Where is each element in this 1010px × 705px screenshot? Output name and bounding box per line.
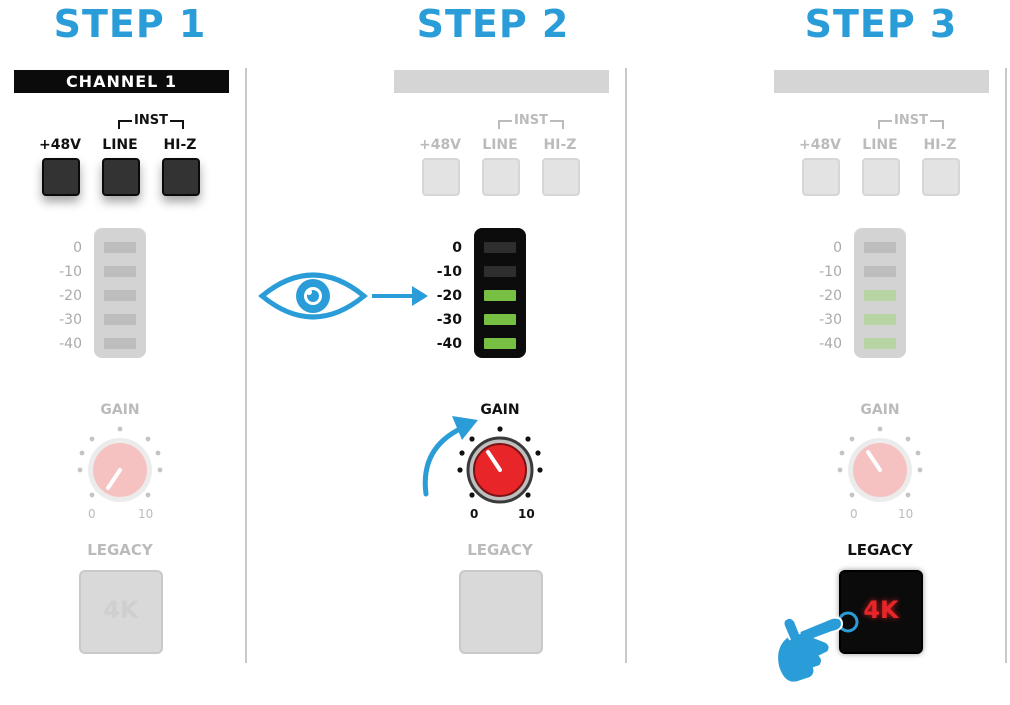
meter-label: -40 [436, 336, 462, 352]
legacy-button-text: 4K [863, 596, 899, 624]
inst-bracket [170, 120, 184, 129]
line-label: LINE [102, 137, 138, 153]
meter-label: -20 [59, 288, 82, 304]
meter-segment-lit [864, 314, 896, 325]
hi-z-button[interactable] [542, 158, 580, 196]
phantom-power-button[interactable] [422, 158, 460, 196]
meter-segment [864, 242, 896, 253]
gain-label: GAIN [100, 402, 140, 418]
line-label: LINE [482, 137, 518, 153]
step-1-title: STEP 1 [53, 2, 207, 46]
inst-bracket [498, 120, 512, 129]
inst-bracket [878, 120, 892, 129]
meter-segment [104, 266, 136, 277]
gain-label: GAIN [860, 402, 900, 418]
legacy-label: LEGACY [87, 541, 153, 559]
legacy-button-text: 4K [483, 596, 519, 624]
channel-label: CHANNEL 1 [394, 70, 609, 93]
column-divider [625, 68, 627, 663]
meter-label: -10 [819, 264, 842, 280]
meter-segment [104, 242, 136, 253]
hi-z-label: HI-Z [543, 137, 577, 153]
meter-segment-lit [484, 338, 516, 349]
meter-label: 0 [833, 240, 842, 256]
channel-label: CHANNEL 1 [774, 70, 989, 93]
meter-label: 0 [73, 240, 82, 256]
gain-max-label: 10 [518, 507, 535, 521]
hi-z-button[interactable] [162, 158, 200, 196]
channel-label: CHANNEL 1 [14, 70, 229, 93]
inst-label: INST [134, 113, 168, 128]
meter-label: 0 [452, 240, 462, 256]
phantom-power-button[interactable] [802, 158, 840, 196]
level-meter [94, 228, 146, 358]
gain-max-label: 10 [898, 507, 914, 521]
level-meter [474, 228, 526, 358]
line-button[interactable] [482, 158, 520, 196]
meter-label: -20 [819, 288, 842, 304]
meter-label: -40 [819, 336, 842, 352]
legacy-button-text: 4K [103, 596, 139, 624]
hand-pointer-icon [776, 611, 859, 684]
inst-bracket [930, 120, 944, 129]
level-meter [854, 228, 906, 358]
legacy-label: LEGACY [467, 541, 533, 559]
curved-arrow-icon [422, 416, 478, 497]
gain-knob[interactable] [450, 425, 550, 505]
inst-label: INST [894, 113, 928, 128]
step-2-title: STEP 2 [416, 2, 570, 46]
meter-label: -10 [59, 264, 82, 280]
legacy-label: LEGACY [847, 541, 913, 559]
legacy-button[interactable]: 4K [839, 570, 923, 654]
phantom-power-label: +48V [798, 137, 842, 153]
meter-segment-lit [864, 290, 896, 301]
arrow-right-icon [372, 286, 428, 306]
gain-min-label: 0 [470, 507, 479, 521]
phantom-power-label: +48V [38, 137, 82, 153]
meter-label: -30 [819, 312, 842, 328]
meter-label: -10 [436, 264, 462, 280]
line-button[interactable] [862, 158, 900, 196]
meter-label: -30 [436, 312, 462, 328]
step-3-title: STEP 3 [804, 2, 958, 46]
meter-segment [104, 338, 136, 349]
column-divider [1005, 68, 1007, 663]
meter-segment [864, 266, 896, 277]
inst-label: INST [514, 113, 548, 128]
line-label: LINE [862, 137, 898, 153]
meter-segment [104, 290, 136, 301]
meter-segment-lit [864, 338, 896, 349]
meter-segment-lit [484, 290, 516, 301]
gain-knob[interactable] [70, 425, 170, 505]
inst-bracket [550, 120, 564, 129]
legacy-button[interactable]: 4K [459, 570, 543, 654]
eye-icon [258, 272, 368, 320]
meter-segment [104, 314, 136, 325]
meter-label: -40 [59, 336, 82, 352]
gain-label: GAIN [480, 402, 520, 418]
meter-segment [484, 242, 516, 253]
meter-label: -30 [59, 312, 82, 328]
gain-knob[interactable] [830, 425, 930, 505]
line-button[interactable] [102, 158, 140, 196]
phantom-power-label: +48V [418, 137, 462, 153]
meter-segment-lit [484, 314, 516, 325]
legacy-button[interactable]: 4K [79, 570, 163, 654]
gain-min-label: 0 [88, 507, 96, 521]
hi-z-button[interactable] [922, 158, 960, 196]
phantom-power-button[interactable] [42, 158, 80, 196]
gain-max-label: 10 [138, 507, 154, 521]
hi-z-label: HI-Z [923, 137, 957, 153]
meter-segment [484, 266, 516, 277]
inst-bracket [118, 120, 132, 129]
hi-z-label: HI-Z [163, 137, 197, 153]
meter-label: -20 [436, 288, 462, 304]
column-divider [245, 68, 247, 663]
gain-min-label: 0 [850, 507, 858, 521]
